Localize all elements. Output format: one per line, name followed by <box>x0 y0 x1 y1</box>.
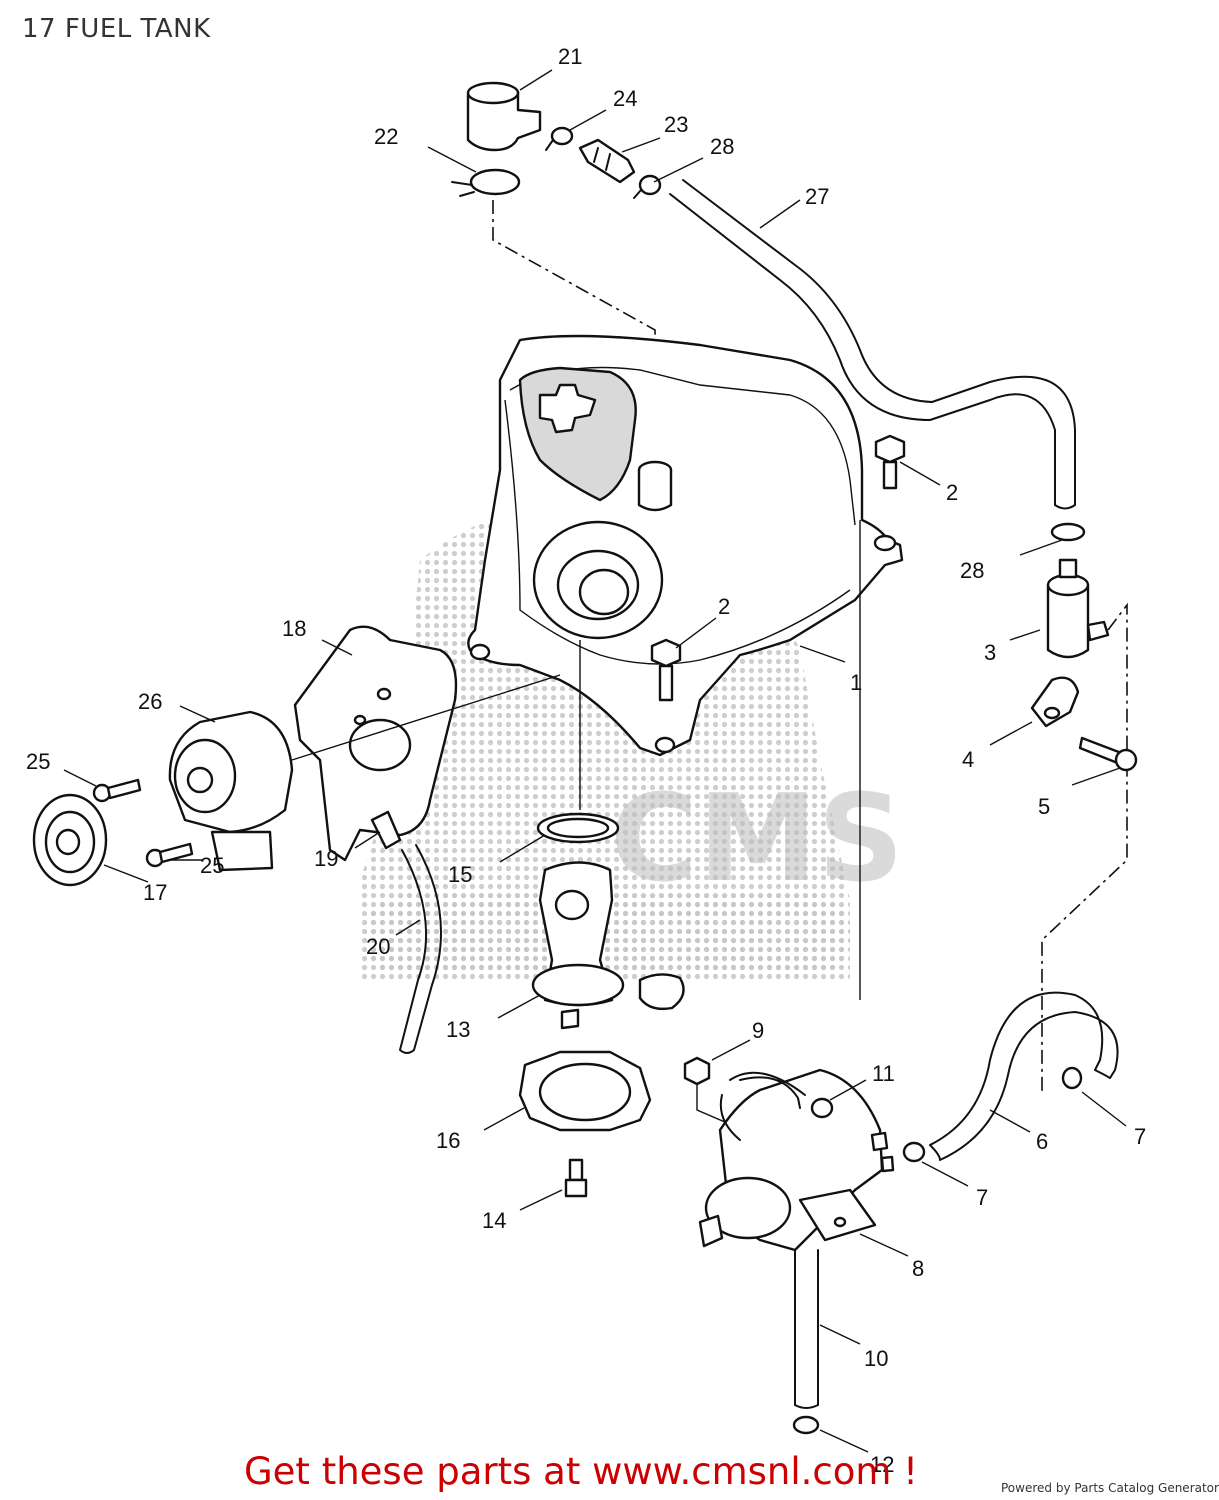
callout-9: 9 <box>752 1018 764 1043</box>
callout-25-lower: 25 <box>200 853 224 878</box>
part-23-joint <box>578 138 636 184</box>
powered-by-text: Powered by Parts Catalog Generator <box>1001 1481 1219 1495</box>
part-20-hose <box>399 844 442 1054</box>
callout-2-lower: 2 <box>718 594 730 619</box>
part-24-clip <box>545 126 574 151</box>
promo-link-text[interactable]: Get these parts at www.cmsnl.com ! <box>244 1450 919 1493</box>
callout-15: 15 <box>448 862 472 887</box>
callout-6: 6 <box>1036 1129 1048 1154</box>
part-28-clip-top <box>633 174 662 199</box>
callout-1: 1 <box>850 670 862 695</box>
part-10-hose <box>794 1249 819 1409</box>
part-15-gasket <box>536 812 620 844</box>
callout-14: 14 <box>482 1208 506 1233</box>
callout-16: 16 <box>436 1128 460 1153</box>
part-28-clip-lower <box>1050 522 1086 542</box>
part-2-bolt-lower <box>650 638 682 702</box>
callout-25-upper: 25 <box>26 749 50 774</box>
callout-3: 3 <box>984 640 996 665</box>
callout-7-left: 7 <box>976 1185 988 1210</box>
part-12-clip <box>792 1415 820 1435</box>
part-3-fuel-filter <box>1046 558 1110 659</box>
callout-5: 5 <box>1038 794 1050 819</box>
part-25-bolt-lower <box>145 842 194 868</box>
callout-11: 11 <box>872 1061 895 1086</box>
part-27-breather-hose <box>669 179 1076 510</box>
callout-labels: 21 24 22 23 28 27 2 28 2 3 18 1 26 4 25 … <box>26 44 1146 1477</box>
centerline-22 <box>492 200 659 451</box>
callout-18: 18 <box>282 616 306 641</box>
callout-28-top: 28 <box>710 134 734 159</box>
callout-27: 27 <box>805 184 829 209</box>
callout-21: 21 <box>558 44 582 69</box>
part-8-pressure-regulator <box>698 1068 895 1252</box>
callout-4: 4 <box>962 747 974 772</box>
leader-lines <box>63 69 1127 1453</box>
part-2-bolt-upper <box>874 434 906 490</box>
callout-13: 13 <box>446 1017 470 1042</box>
callout-10: 10 <box>864 1346 888 1371</box>
part-11-hose-bend <box>719 1071 806 1141</box>
part-17-cap <box>32 793 108 887</box>
callout-26: 26 <box>138 689 162 714</box>
callout-24: 24 <box>613 86 637 111</box>
part-14-bolt <box>564 1158 588 1198</box>
part-5-screw <box>1078 736 1138 772</box>
watermark-text: CMS <box>610 770 904 909</box>
part-21-filler-elbow <box>466 81 542 152</box>
callout-22: 22 <box>374 124 398 149</box>
callout-28-lower: 28 <box>960 558 984 583</box>
part-26-pump-housing <box>168 674 561 872</box>
part-13-fuel-pump <box>531 861 685 1030</box>
part-6-hose <box>929 991 1119 1161</box>
part-19-fitting <box>370 810 402 850</box>
callout-17: 17 <box>143 880 167 905</box>
callout-12: 12 <box>870 1452 894 1477</box>
callout-20: 20 <box>366 934 390 959</box>
page-title: 17 FUEL TANK <box>22 14 211 44</box>
callout-19: 19 <box>314 846 338 871</box>
part-11-clip <box>810 1097 834 1119</box>
part-18-bracket <box>293 625 458 862</box>
part-1-fuel-tank <box>467 334 904 1000</box>
part-7-clip-right <box>1061 1066 1083 1090</box>
callout-8: 8 <box>912 1256 924 1281</box>
centerline-3 <box>1041 602 1128 1095</box>
callout-7-right: 7 <box>1134 1124 1146 1149</box>
part-22-clamp <box>451 168 521 197</box>
part-7-clip-left <box>902 1141 926 1163</box>
callout-2-upper: 2 <box>946 480 958 505</box>
part-25-bolt-upper <box>92 778 142 803</box>
callout-23: 23 <box>664 112 688 137</box>
part-16-gasket <box>518 1050 652 1132</box>
part-4-clamp-bracket <box>1030 676 1080 728</box>
